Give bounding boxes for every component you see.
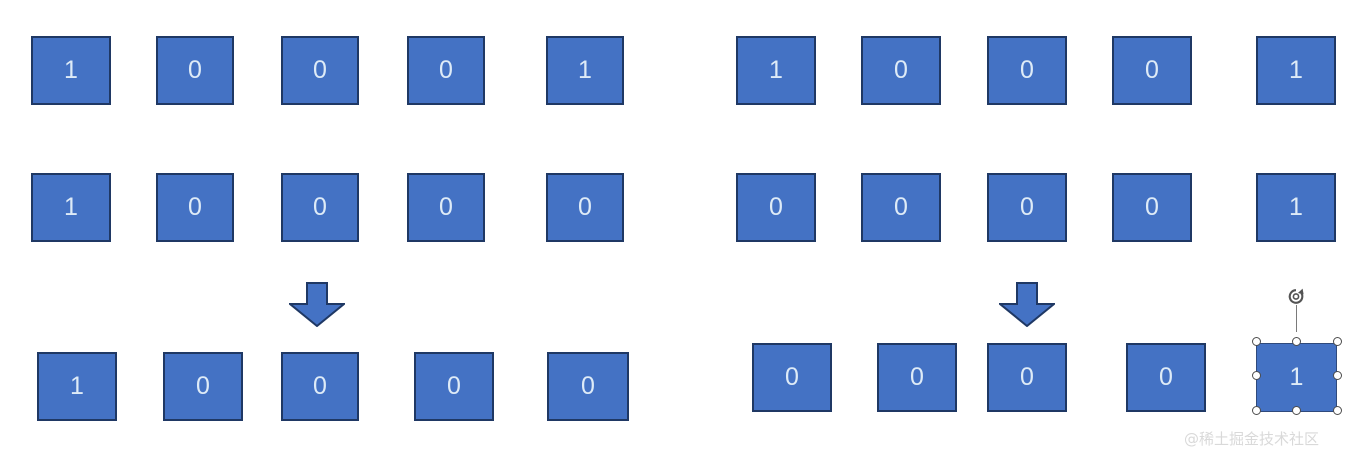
bit-cell-left-row-1-2[interactable]: 0	[156, 36, 234, 105]
bit-cell-label: 0	[188, 193, 202, 221]
handle-bottom-left[interactable]	[1251, 405, 1261, 415]
bit-cell-label: 0	[894, 56, 908, 84]
handle-top-right[interactable]	[1332, 336, 1342, 346]
bit-cell-label: 0	[313, 372, 327, 400]
bit-cell-right-row-2-1[interactable]: 0	[736, 173, 816, 242]
rotate-icon[interactable]	[1286, 287, 1306, 307]
bit-cell-label: 0	[1145, 193, 1159, 221]
bit-cell-left-row-1-1[interactable]: 1	[31, 36, 111, 105]
bit-cell-label: 0	[1145, 56, 1159, 84]
bit-cell-label: 0	[1020, 193, 1034, 221]
bit-cell-right-row-1-4[interactable]: 0	[1112, 36, 1192, 105]
bit-cell-right-row-3-3[interactable]: 0	[987, 343, 1067, 412]
bit-cell-right-row-3-2[interactable]: 0	[877, 343, 957, 412]
bit-cell-right-row-1-5[interactable]: 1	[1256, 36, 1336, 105]
bit-cell-left-row-2-3[interactable]: 0	[281, 173, 359, 242]
bit-cell-right-row-1-2[interactable]: 0	[861, 36, 941, 105]
bit-cell-label: 0	[769, 193, 783, 221]
bit-cell-label: 0	[447, 372, 461, 400]
bit-cell-left-row-3-4[interactable]: 0	[414, 352, 494, 421]
bit-cell-label: 0	[1020, 56, 1034, 84]
bit-cell-label: 0	[439, 56, 453, 84]
bit-cell-label: 0	[188, 56, 202, 84]
bit-cell-left-row-2-2[interactable]: 0	[156, 173, 234, 242]
bit-cell-label: 0	[313, 56, 327, 84]
handle-top-left[interactable]	[1251, 336, 1261, 346]
handle-top-center[interactable]	[1291, 336, 1301, 346]
watermark-text: @稀土掘金技术社区	[1184, 430, 1320, 448]
right-arrow-down-arrow-icon[interactable]	[997, 282, 1057, 328]
handle-middle-left[interactable]	[1251, 370, 1261, 380]
bit-cell-right-row-2-2[interactable]: 0	[861, 173, 941, 242]
bit-cell-label: 0	[910, 363, 924, 391]
rotation-handle-stem	[1296, 305, 1297, 332]
bit-cell-left-row-1-4[interactable]: 0	[407, 36, 485, 105]
handle-bottom-center[interactable]	[1291, 405, 1301, 415]
bit-cell-right-row-1-1[interactable]: 1	[736, 36, 816, 105]
bit-cell-left-row-2-1[interactable]: 1	[31, 173, 111, 242]
bit-cell-right-row-3-1[interactable]: 0	[752, 343, 832, 412]
left-arrow-down-arrow-icon[interactable]	[287, 282, 347, 328]
bit-cell-label: 1	[578, 56, 592, 84]
bit-cell-label: 0	[1159, 363, 1173, 391]
bit-cell-label: 0	[578, 193, 592, 221]
bit-cell-right-row-2-5[interactable]: 1	[1256, 173, 1336, 242]
bit-cell-label: 1	[1289, 193, 1303, 221]
bit-cell-left-row-3-1[interactable]: 1	[37, 352, 117, 421]
bit-cell-label: 0	[313, 193, 327, 221]
bit-cell-right-row-3-5[interactable]: 1	[1256, 343, 1337, 412]
bit-cell-right-row-1-3[interactable]: 0	[987, 36, 1067, 105]
bit-cell-left-row-3-5[interactable]: 0	[547, 352, 629, 421]
bit-cell-right-row-3-4[interactable]: 0	[1126, 343, 1206, 412]
bit-cell-label: 0	[785, 363, 799, 391]
bit-cell-left-row-1-5[interactable]: 1	[546, 36, 624, 105]
bit-cell-label: 1	[64, 193, 78, 221]
bit-cell-right-row-2-3[interactable]: 0	[987, 173, 1067, 242]
bit-cell-label: 0	[581, 372, 595, 400]
bit-cell-label: 1	[70, 372, 84, 400]
handle-middle-right[interactable]	[1332, 370, 1342, 380]
bit-cell-label: 1	[1289, 363, 1304, 391]
bit-cell-label: 0	[1020, 363, 1034, 391]
bit-cell-label: 1	[64, 56, 78, 84]
bit-cell-left-row-2-4[interactable]: 0	[407, 173, 485, 242]
bit-cell-label: 0	[196, 372, 210, 400]
bit-cell-left-row-1-3[interactable]: 0	[281, 36, 359, 105]
bit-cell-label: 1	[769, 56, 783, 84]
bit-cell-left-row-3-3[interactable]: 0	[281, 352, 359, 421]
bit-cell-label: 0	[439, 193, 453, 221]
bit-cell-label: 1	[1289, 56, 1303, 84]
bit-cell-left-row-2-5[interactable]: 0	[546, 173, 624, 242]
bit-cell-label: 0	[894, 193, 908, 221]
bit-cell-right-row-2-4[interactable]: 0	[1112, 173, 1192, 242]
handle-bottom-right[interactable]	[1332, 405, 1342, 415]
bit-cell-left-row-3-2[interactable]: 0	[163, 352, 243, 421]
